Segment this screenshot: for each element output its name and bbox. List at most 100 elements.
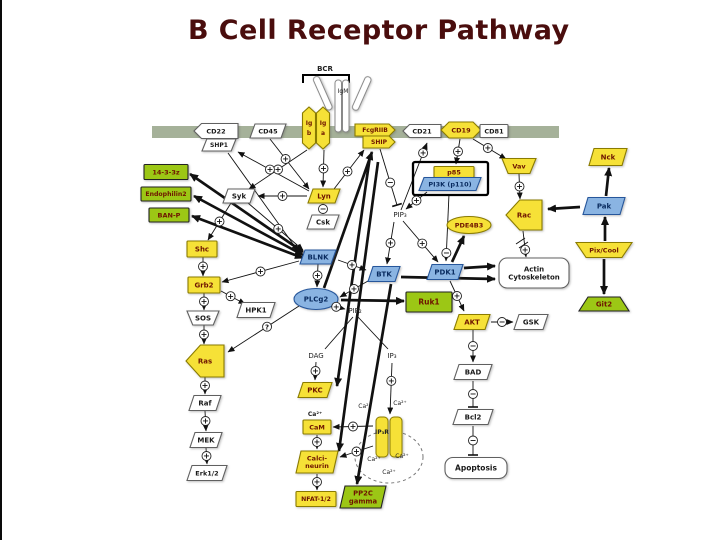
sign-circle: [273, 223, 284, 234]
sign-minus: −: [470, 390, 477, 399]
node-z1433-label: 14-3-3z: [152, 168, 179, 176]
node-sos-label: SOS: [195, 315, 211, 323]
sign-plus: +: [351, 285, 358, 294]
sign-circle: [482, 143, 493, 153]
node-akt-shape: [453, 313, 491, 331]
sign-plus: +: [201, 330, 208, 339]
node-ship-label: SHIP: [371, 139, 388, 146]
sign-circle: [514, 181, 525, 192]
node-vav-shape: [501, 157, 537, 175]
node-pixcool: Pix/Cool: [574, 241, 634, 259]
sign-plus: +: [353, 447, 360, 456]
label-bcr: BCR: [317, 65, 333, 73]
node-git2-shape: [577, 296, 631, 312]
node-nck-label: Nck: [601, 154, 616, 162]
node-ras-shape: [185, 344, 225, 378]
sign-plus: +: [419, 239, 426, 248]
calcium-store-ellipse: [354, 430, 424, 484]
node-cd22: CD22: [193, 122, 239, 140]
node-csk-label: Csk: [316, 219, 330, 227]
sign-circle: [468, 435, 478, 446]
node-nck-shape: [588, 147, 628, 167]
sign-circle: [349, 284, 359, 294]
ip3r-channel-icon: [375, 416, 389, 458]
bcr-bracket: [302, 74, 350, 83]
node-lyn-shape: [307, 188, 341, 204]
node-pde4b3-label: PDE4B3: [455, 221, 484, 229]
edge-54: [463, 262, 496, 271]
sign-circle: [310, 366, 321, 376]
node-raf-label: Raf: [198, 400, 212, 408]
sign-plus: +: [484, 144, 491, 153]
node-gsk-label: GSK: [523, 319, 540, 327]
sign-circle: [452, 291, 462, 301]
node-blnk-label: BLNK: [307, 254, 329, 262]
node-cd21-shape: [402, 123, 442, 139]
sign-minus: −: [470, 342, 477, 351]
node-bad-shape: [453, 363, 493, 381]
node-mek-label: MEK: [197, 437, 215, 445]
sign-plus: +: [267, 165, 274, 174]
sign-circle: [200, 416, 211, 426]
sign-circle: [497, 317, 507, 327]
inhibition-tee: [391, 202, 403, 208]
label-ip: IP₃: [387, 352, 396, 360]
sign-circle: [385, 238, 396, 248]
sign-minus: −: [387, 178, 394, 187]
edge-57: [604, 167, 613, 197]
node-cd45: CD45: [249, 123, 287, 139]
sign-circle: [318, 204, 328, 214]
sign-circle: [386, 375, 397, 386]
sign-plus: +: [349, 261, 356, 270]
edge-52: [354, 283, 393, 485]
sign-circle: [348, 421, 358, 432]
label-pip: PIP₃: [393, 211, 407, 219]
sign-circle: [199, 329, 209, 340]
sign-plus: +: [516, 182, 523, 191]
node-rac-label: Rac: [517, 212, 531, 220]
node-pak-label: Pak: [597, 203, 612, 211]
node-hpk1-shape: [236, 301, 276, 319]
sign-plus: +: [314, 478, 321, 487]
label-ipr: IP₃R: [375, 429, 389, 436]
sign-plus: +: [282, 155, 289, 164]
edge-46: [189, 172, 304, 254]
node-grb2-label: Grb2: [194, 282, 213, 290]
edge-23: [357, 316, 389, 350]
node-pkc: PKC: [297, 381, 333, 399]
sign-plus: +: [350, 422, 357, 431]
pi3k-complex-box: [411, 160, 490, 197]
label-ca: Ca²⁺: [395, 453, 408, 460]
sign-circle: [198, 261, 208, 272]
sign-circle: [262, 321, 272, 332]
sign-plus: +: [413, 196, 420, 205]
node-bad: BAD: [453, 363, 493, 381]
edge-48: [191, 214, 304, 260]
node-sos-shape: [186, 310, 220, 326]
node-pak-shape: [582, 196, 626, 216]
node-lyn-label: Lyn: [317, 193, 331, 201]
node-pixcool-shape: [574, 241, 634, 259]
igm-antibody-icon: [312, 75, 333, 111]
node-gsk: GSK: [513, 313, 549, 331]
node-pi3k-shape: [418, 176, 482, 192]
igm-antibody-icon: [342, 79, 350, 133]
node-erk12-label: Erk1/2: [195, 469, 218, 477]
sign-plus: +: [203, 452, 210, 461]
node-pixcool-label: Pix/Cool: [589, 246, 619, 254]
node-akt: AKT: [453, 313, 491, 331]
node-calcineurin: Calci-neurin: [295, 450, 339, 474]
node-blnk: BLNK: [299, 249, 337, 265]
sign-question: ?: [265, 323, 269, 331]
node-ruk1-label: Ruk1: [418, 298, 439, 307]
label-ca: Ca²⁺: [367, 456, 380, 463]
node-ship: SHIP: [362, 135, 396, 149]
node-cd45-shape: [249, 123, 287, 139]
edge-49: [322, 151, 374, 289]
